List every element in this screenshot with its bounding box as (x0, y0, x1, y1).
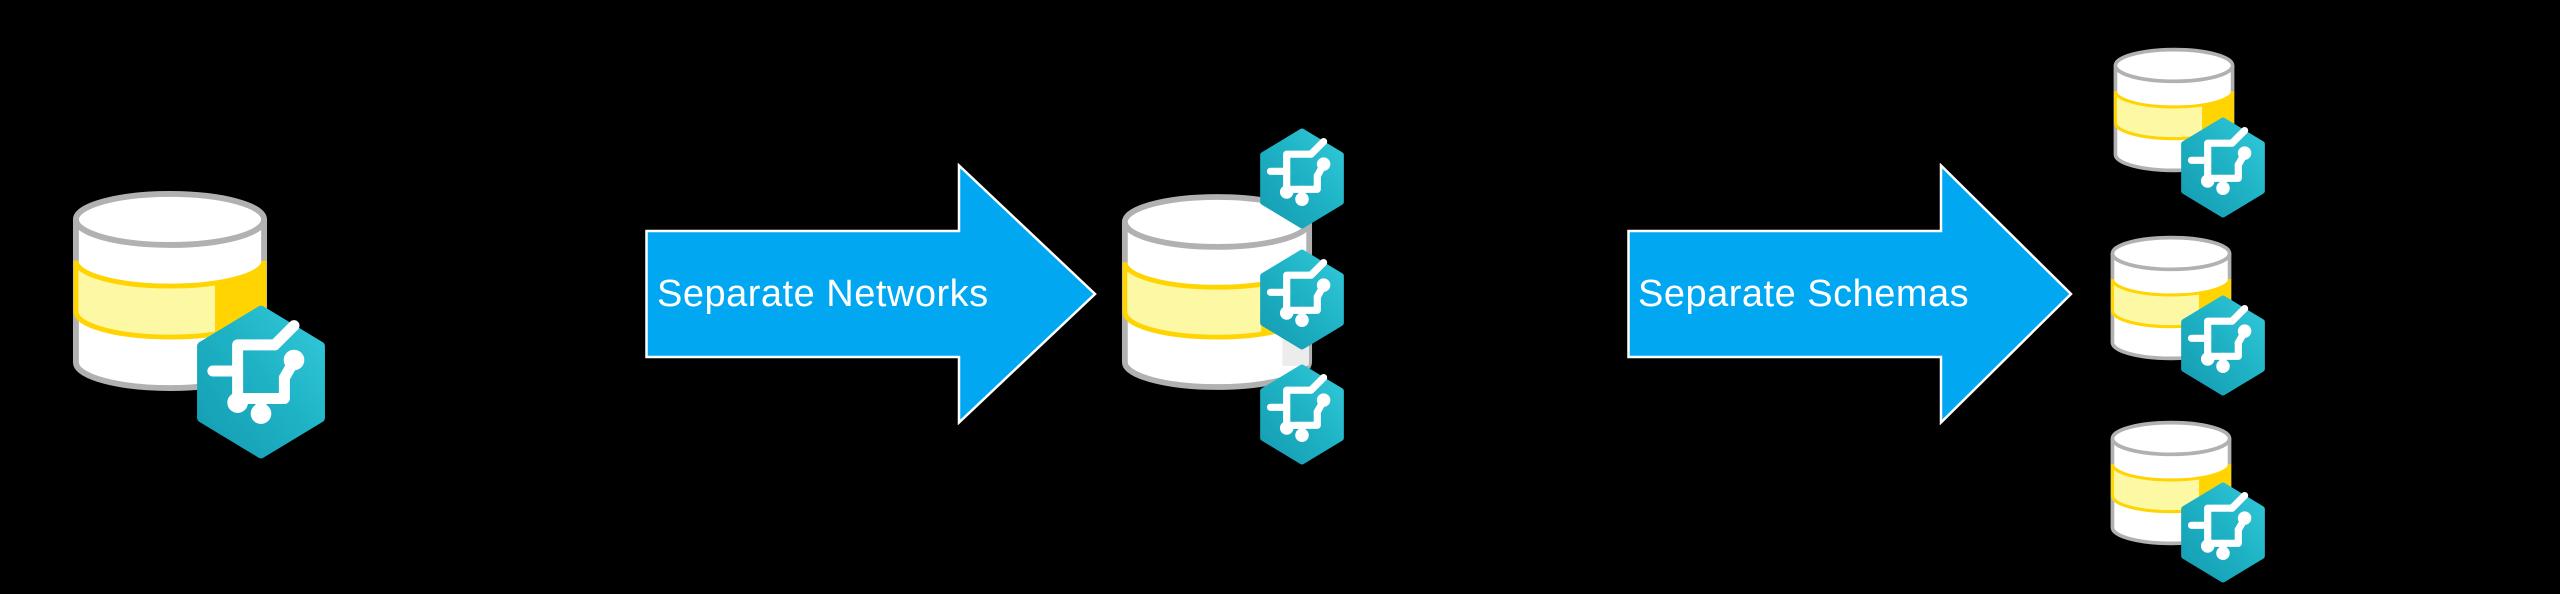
network-hexagon-icon (1257, 249, 1347, 350)
network-hexagon-icon (2178, 295, 2268, 396)
network-hexagon-icon (2178, 117, 2268, 218)
network-hexagon-icon (1257, 128, 1347, 229)
arrow-label-separate-networks: Separate Networks (657, 273, 989, 315)
network-hexagon-icon (1257, 364, 1347, 465)
arrow-separate-schemas (1627, 163, 2073, 425)
network-hexagon-icon (192, 305, 330, 459)
network-hexagon-icon (2178, 482, 2268, 583)
arrow-label-separate-schemas: Separate Schemas (1638, 273, 1970, 315)
arrow-separate-networks (645, 163, 1097, 425)
